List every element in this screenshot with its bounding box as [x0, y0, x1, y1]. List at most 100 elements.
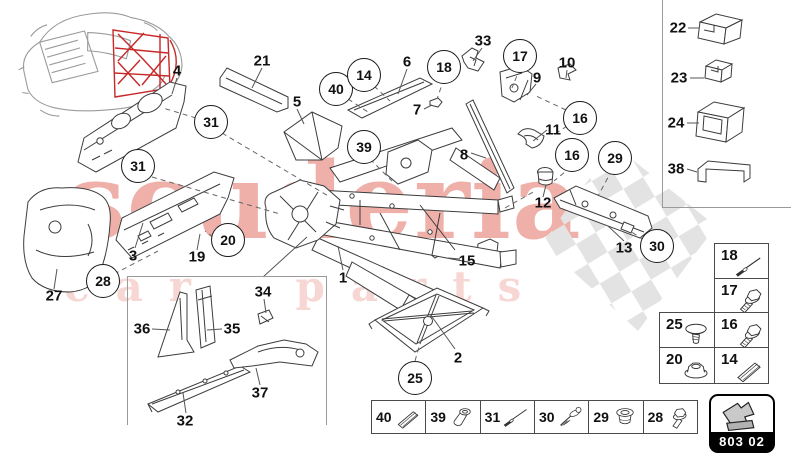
- side-column-divider: [662, 0, 663, 207]
- group-box-left: [127, 276, 128, 425]
- callout-label-1[interactable]: 1: [338, 269, 348, 287]
- callout-label-6[interactable]: 6: [402, 53, 412, 71]
- callout-label-35[interactable]: 35: [223, 320, 241, 338]
- strip-cell-label: 40: [376, 409, 392, 425]
- part-11-drawing: [517, 128, 545, 149]
- callout-label-7[interactable]: 7: [412, 101, 422, 119]
- blind-rivet-icon: [503, 409, 528, 427]
- strip-cell-label: 31: [484, 409, 501, 425]
- callout-balloon-28[interactable]: 28: [86, 264, 120, 298]
- callout-label-33[interactable]: 33: [474, 32, 492, 50]
- part-24-drawing: [695, 101, 746, 143]
- fastener-cell-label: 14: [721, 351, 738, 368]
- fastener-cell-label: 16: [721, 316, 738, 333]
- callout-label-2[interactable]: 2: [453, 349, 463, 367]
- strip-cell-28[interactable]: 28: [642, 401, 697, 433]
- strip-cell-label: 29: [593, 409, 609, 425]
- fastener-cell-label: 20: [666, 351, 683, 368]
- group-box-top: [127, 276, 326, 277]
- strip-cell-40[interactable]: 40: [372, 401, 425, 433]
- callout-balloon-29[interactable]: 29: [598, 141, 632, 175]
- splined-pin-icon: [737, 362, 761, 382]
- callout-label-10[interactable]: 10: [558, 54, 576, 72]
- callout-label-36[interactable]: 36: [133, 320, 151, 338]
- side-label-24[interactable]: 24: [667, 114, 685, 132]
- part-12-drawing: [537, 167, 554, 186]
- fastener-cell-label: 25: [666, 316, 683, 333]
- strip-cell-label: 28: [647, 409, 664, 425]
- callout-label-19[interactable]: 19: [188, 248, 206, 266]
- part-2-drawing: [368, 287, 490, 353]
- strip-cell-39[interactable]: 39: [425, 401, 479, 433]
- callout-balloon-31-b[interactable]: 31: [121, 149, 155, 183]
- fastener-strip: 40 39 31 30 29: [371, 400, 698, 434]
- splined-pin-icon: [397, 411, 418, 429]
- flanged-bolt-icon: [739, 324, 762, 347]
- fastener-cell-label: 17: [721, 282, 738, 299]
- callout-balloon-16-b[interactable]: 16: [555, 138, 589, 172]
- flanged-bolt-icon: [672, 408, 687, 429]
- callout-label-27[interactable]: 27: [45, 287, 63, 305]
- plastic-rivet-icon: [685, 323, 707, 344]
- fastener-cell-16[interactable]: 16: [714, 312, 769, 349]
- catalog-code-label: 803 02: [711, 432, 773, 451]
- fastener-cell-25[interactable]: 25: [659, 312, 716, 349]
- callout-balloon-30[interactable]: 30: [640, 229, 674, 263]
- callout-balloon-31-a[interactable]: 31: [194, 105, 228, 139]
- fastener-cell-17[interactable]: 17: [714, 278, 769, 314]
- catalog-code-box[interactable]: 803 02: [709, 394, 775, 453]
- callout-label-8[interactable]: 8: [459, 146, 469, 164]
- callout-balloon-20[interactable]: 20: [211, 223, 245, 257]
- callout-balloon-17[interactable]: 17: [503, 39, 537, 73]
- callout-label-9[interactable]: 9: [532, 69, 542, 87]
- callout-balloon-18[interactable]: 18: [427, 50, 461, 84]
- part-38-drawing: [697, 160, 751, 183]
- callout-label-15[interactable]: 15: [458, 252, 476, 270]
- side-column-bottom-divider: [662, 207, 791, 208]
- callout-label-13[interactable]: 13: [615, 239, 633, 257]
- fastener-cell-14[interactable]: 14: [714, 347, 769, 384]
- strip-cell-29[interactable]: 29: [588, 401, 642, 433]
- fastener-cell-18[interactable]: 18: [714, 243, 769, 280]
- part-4-drawing: [77, 81, 187, 173]
- section-arrow-icon: [722, 401, 755, 432]
- callout-label-3[interactable]: 3: [128, 247, 138, 265]
- blind-rivet-icon: [735, 257, 761, 277]
- callout-balloon-25[interactable]: 25: [398, 361, 432, 395]
- callout-label-4[interactable]: 4: [172, 62, 182, 80]
- part-23-drawing: [704, 59, 734, 83]
- strip-cell-30[interactable]: 30: [533, 401, 588, 433]
- callout-balloon-16-a[interactable]: 16: [563, 101, 597, 135]
- callout-label-37[interactable]: 37: [251, 384, 269, 402]
- fastener-cell-20[interactable]: 20: [659, 347, 716, 384]
- flanged-bolt-icon: [739, 289, 762, 312]
- flange-nut-icon: [684, 362, 708, 379]
- side-label-23[interactable]: 23: [670, 69, 688, 87]
- callout-label-34[interactable]: 34: [254, 283, 272, 301]
- checkered-flag-watermark: [542, 145, 716, 331]
- screw-washer-icon: [559, 406, 581, 427]
- rivet-nut-icon: [453, 408, 471, 427]
- callout-balloon-39[interactable]: 39: [347, 130, 381, 164]
- callout-label-12[interactable]: 12: [534, 194, 552, 212]
- strip-cell-label: 30: [538, 409, 555, 425]
- callout-balloon-40[interactable]: 40: [319, 72, 353, 106]
- strip-cell-31[interactable]: 31: [479, 401, 534, 433]
- side-label-22[interactable]: 22: [669, 19, 687, 37]
- part-36-drawing: [157, 291, 195, 358]
- callout-label-32[interactable]: 32: [176, 412, 194, 430]
- part-8-drawing: [465, 99, 515, 194]
- part-1-frame-drawing: [264, 127, 517, 321]
- group-box-right: [326, 276, 327, 425]
- callout-label-5[interactable]: 5: [292, 93, 302, 111]
- part-21-drawing: [219, 67, 289, 113]
- callout-label-11[interactable]: 11: [545, 121, 561, 139]
- side-label-38[interactable]: 38: [667, 160, 685, 178]
- callout-label-21[interactable]: 21: [253, 52, 271, 70]
- callout-balloon-14[interactable]: 14: [347, 58, 381, 92]
- part-32-drawing: [147, 365, 252, 413]
- part-33-drawing: [461, 47, 485, 72]
- fastener-cell-label: 18: [721, 247, 738, 264]
